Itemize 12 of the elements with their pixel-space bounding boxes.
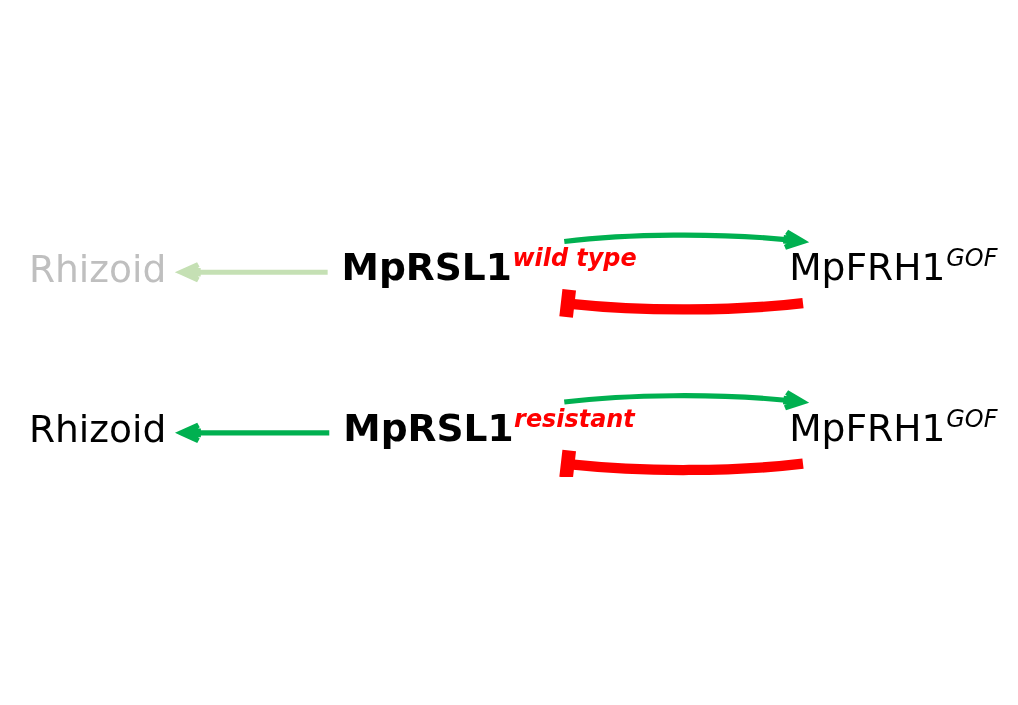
arrow	[178, 422, 330, 444]
arrow	[564, 390, 806, 411]
node-text: MpRSL1$^{wild type}$	[341, 244, 637, 290]
connector	[559, 289, 804, 318]
node-text: MpFRH1$^{GOF}$	[789, 244, 998, 290]
node-text: MpFRH1$^{GOF}$	[789, 404, 998, 450]
node-text: Rhizoid	[28, 407, 167, 452]
arrow	[564, 229, 806, 250]
node-text: MpRSL1$^{resistant}$	[343, 404, 635, 450]
connector	[559, 449, 804, 477]
arrow	[178, 262, 328, 283]
node-text: Rhizoid	[28, 246, 167, 291]
